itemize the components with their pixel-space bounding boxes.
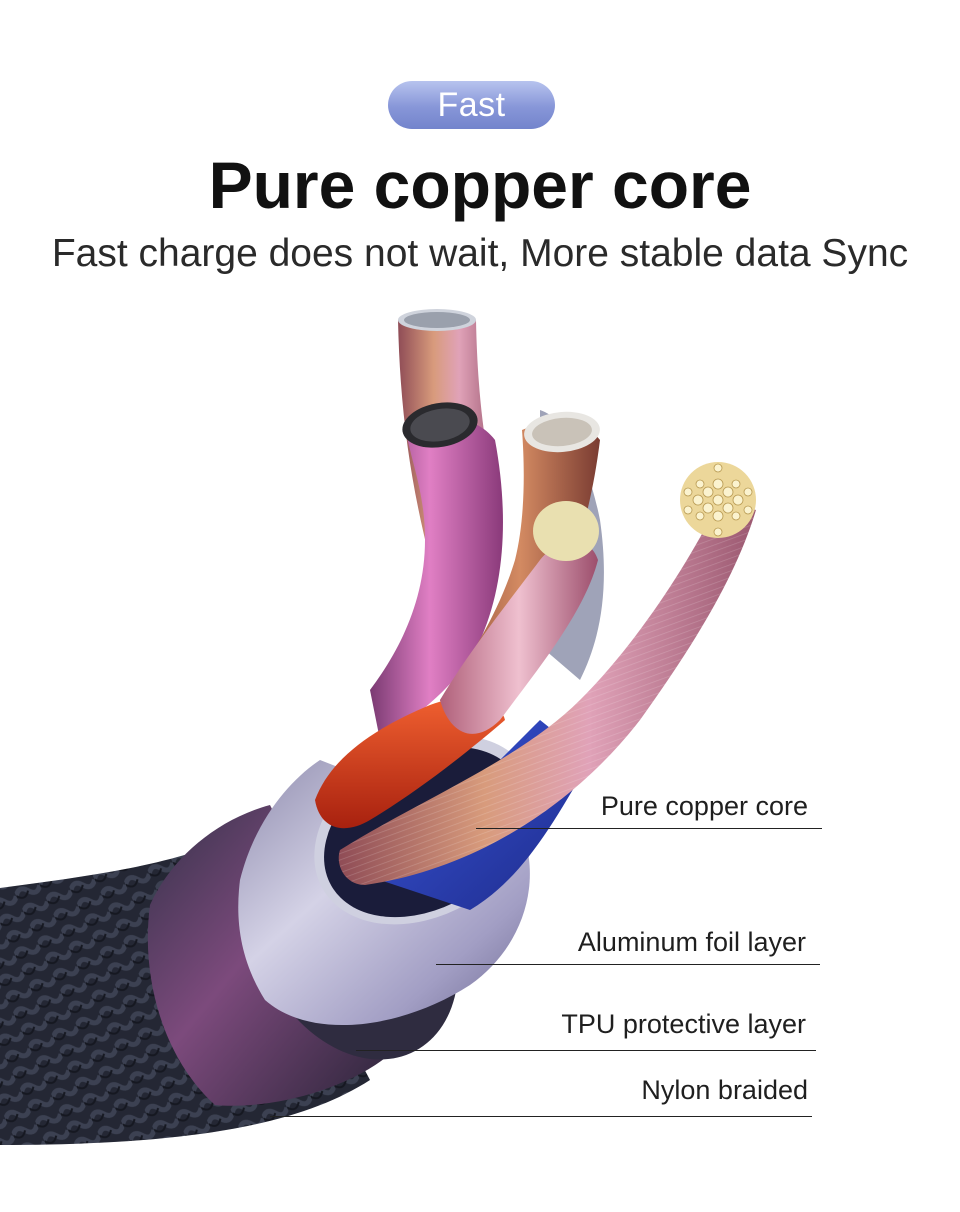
- callout-tpu-protective-layer: TPU protective layer: [561, 1009, 806, 1039]
- callout-nylon-braided: Nylon braided: [641, 1075, 808, 1105]
- callout-line-tpu: [356, 1050, 816, 1051]
- page-title: Pure copper core: [208, 148, 752, 222]
- cable-cross-section-illustration: [0, 309, 756, 1145]
- callout-line-foil: [436, 964, 820, 965]
- callout-line-copper: [476, 828, 822, 829]
- callout-pure-copper-core: Pure copper core: [600, 791, 808, 821]
- callout-line-braid: [270, 1116, 812, 1117]
- callout-aluminum-foil-layer: Aluminum foil layer: [577, 927, 806, 957]
- page-subtitle: Fast charge does not wait, More stable d…: [51, 232, 909, 275]
- fast-badge: Fast: [388, 81, 555, 129]
